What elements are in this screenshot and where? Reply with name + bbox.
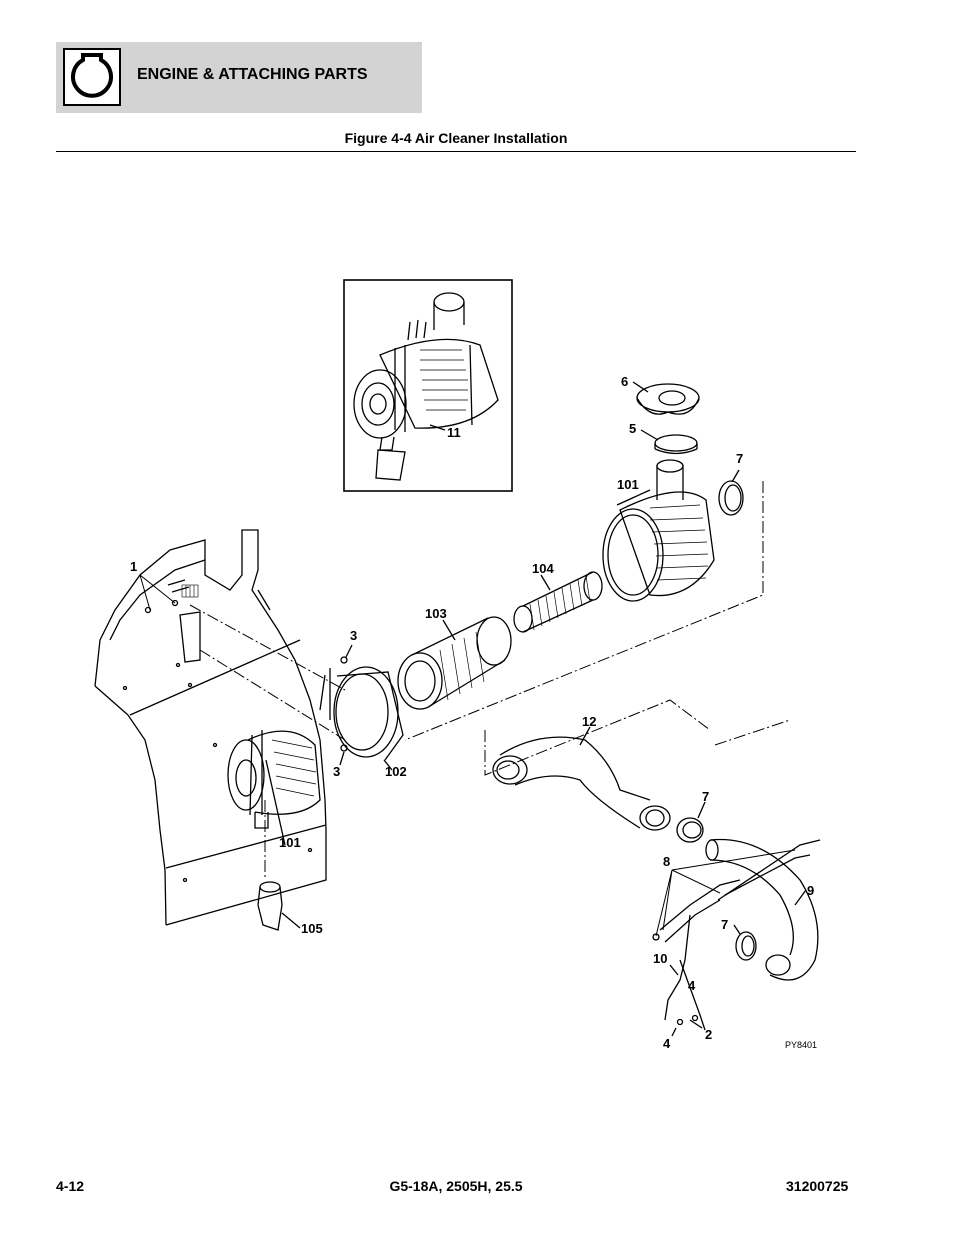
callout-105: 105 xyxy=(301,921,323,936)
mounting-plate xyxy=(94,529,327,926)
inset-assembled-air-cleaner xyxy=(343,279,513,492)
part-7-clamp-lower xyxy=(733,924,757,961)
part-9-elbow xyxy=(705,838,819,981)
callout-7-lower: 7 xyxy=(721,917,728,932)
part-12-hose xyxy=(492,726,671,831)
callout-4-upper: 4 xyxy=(688,978,696,993)
callout-102: 102 xyxy=(385,764,407,779)
callout-6: 6 xyxy=(621,374,628,389)
callout-11: 11 xyxy=(447,425,461,440)
callout-5: 5 xyxy=(629,421,636,436)
part-5-clamp xyxy=(640,429,698,455)
part-101-canister-lower xyxy=(227,730,321,846)
section-title: ENGINE & ATTACHING PARTS xyxy=(137,66,368,83)
part-7-clamp-middle xyxy=(676,801,706,843)
document-number: 31200725 xyxy=(786,1178,849,1194)
callout-4-lower: 4 xyxy=(663,1036,671,1051)
callout-103: 103 xyxy=(425,606,447,621)
part-6-cap xyxy=(632,381,700,415)
part-101-canister-upper xyxy=(602,459,715,602)
header-rule xyxy=(56,151,856,152)
callout-101-lower: 101 xyxy=(279,835,301,850)
part-104-safety-element xyxy=(513,571,603,633)
part-103-primary-filter xyxy=(397,616,512,710)
callout-10: 10 xyxy=(653,951,667,966)
callout-9: 9 xyxy=(807,883,814,898)
section-header: ENGINE & ATTACHING PARTS xyxy=(56,42,422,113)
callout-104: 104 xyxy=(532,561,554,576)
callout-1: 1 xyxy=(130,559,137,574)
model-list: G5-18A, 2505H, 25.5 xyxy=(389,1178,523,1194)
callout-8: 8 xyxy=(663,854,670,869)
callout-3-upper: 3 xyxy=(350,628,357,643)
part-105-vacuator-valve xyxy=(257,881,301,931)
figure-title: Figure 4-4 Air Cleaner Installation xyxy=(344,130,568,146)
callout-12: 12 xyxy=(582,714,596,729)
part-102-band xyxy=(319,644,404,771)
callout-7-middle: 7 xyxy=(702,789,709,804)
part-7-clamp-upper xyxy=(718,469,744,516)
callout-101-upper: 101 xyxy=(617,477,639,492)
engine-outline-icon xyxy=(63,48,121,106)
callout-2: 2 xyxy=(705,1027,712,1042)
callout-3-lower: 3 xyxy=(333,764,340,779)
callout-7-upper: 7 xyxy=(736,451,743,466)
drawing-code: PY8401 xyxy=(785,1040,817,1050)
page-number: 4-12 xyxy=(56,1178,85,1194)
